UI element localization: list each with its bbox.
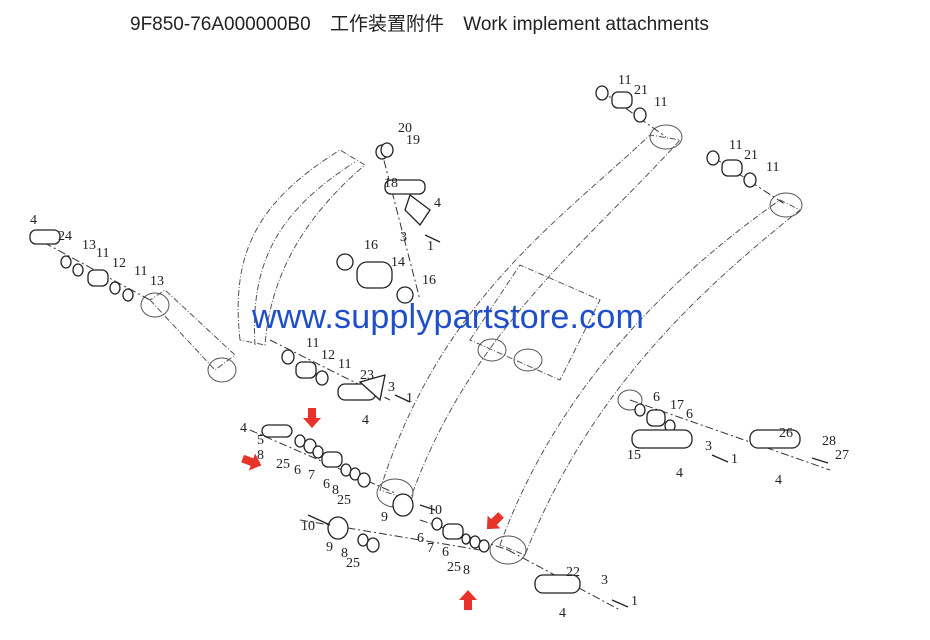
callout-18: 18 <box>384 176 398 191</box>
title-cn: 工作装置附件 <box>329 14 444 35</box>
callout-25: 25 <box>346 556 360 571</box>
callout-16: 16 <box>422 273 436 288</box>
callout-4: 4 <box>434 196 441 211</box>
callout-1: 1 <box>631 594 638 609</box>
callout-25: 25 <box>276 457 290 472</box>
callout-11: 11 <box>654 95 667 110</box>
callout-7: 7 <box>308 468 315 483</box>
callout-9: 9 <box>326 540 333 555</box>
callout-labels: 1121111121112019184311614164241311121113… <box>30 73 849 621</box>
callout-15: 15 <box>627 448 641 463</box>
assembly-axis-lines <box>29 89 831 611</box>
parts <box>29 85 829 608</box>
callout-7: 7 <box>427 541 434 556</box>
callout-10: 10 <box>428 503 442 518</box>
callout-12: 12 <box>321 348 335 363</box>
callout-28: 28 <box>822 434 836 449</box>
callout-11: 11 <box>618 73 631 88</box>
arrow-down-icon <box>303 408 321 428</box>
callout-6: 6 <box>653 390 660 405</box>
callout-21: 21 <box>634 83 648 98</box>
callout-3: 3 <box>705 439 712 454</box>
callout-6: 6 <box>294 463 301 478</box>
callout-4: 4 <box>30 213 37 228</box>
callout-4: 4 <box>775 473 782 488</box>
part-number: 9F850-76A000000B0 <box>130 14 311 35</box>
callout-8: 8 <box>257 448 264 463</box>
title-en: Work implement attachments <box>463 14 709 35</box>
callout-19: 19 <box>406 133 420 148</box>
callout-11: 11 <box>134 264 147 279</box>
callout-16: 16 <box>364 238 378 253</box>
callout-27: 27 <box>835 448 849 463</box>
callout-13: 13 <box>82 238 96 253</box>
callout-8: 8 <box>463 563 470 578</box>
callout-1: 1 <box>427 239 434 254</box>
callout-5: 5 <box>257 433 264 448</box>
watermark: www.supplypartstore.com <box>252 298 644 336</box>
attention-arrows <box>241 408 504 610</box>
callout-24: 24 <box>58 229 72 244</box>
callout-1: 1 <box>406 391 413 406</box>
callout-6: 6 <box>442 545 449 560</box>
callout-14: 14 <box>391 255 405 270</box>
callout-4: 4 <box>676 466 683 481</box>
callout-1: 1 <box>731 452 738 467</box>
callout-9: 9 <box>381 510 388 525</box>
callout-12: 12 <box>112 256 126 271</box>
callout-11: 11 <box>729 138 742 153</box>
callout-8: 8 <box>341 546 348 561</box>
callout-26: 26 <box>779 426 793 441</box>
callout-6: 6 <box>686 407 693 422</box>
callout-3: 3 <box>388 380 395 395</box>
callout-17: 17 <box>670 398 684 413</box>
callout-6: 6 <box>417 531 424 546</box>
arrow-up-icon <box>459 590 477 610</box>
callout-11: 11 <box>306 336 319 351</box>
callout-22: 22 <box>566 565 580 580</box>
callout-10: 10 <box>301 519 315 534</box>
callout-25: 25 <box>337 493 351 508</box>
callout-6: 6 <box>323 477 330 492</box>
boom-frame <box>140 124 803 565</box>
callout-11: 11 <box>766 160 779 175</box>
callout-8: 8 <box>332 483 339 498</box>
callout-3: 3 <box>400 230 407 245</box>
callout-13: 13 <box>150 274 164 289</box>
callout-11: 11 <box>96 246 109 261</box>
callout-23: 23 <box>360 368 374 383</box>
callout-4: 4 <box>362 413 369 428</box>
callout-4: 4 <box>559 606 566 621</box>
callout-11: 11 <box>338 357 351 372</box>
diagram-title: 9F850-76A000000B0 工作装置附件 Work implement … <box>130 9 723 36</box>
callout-4: 4 <box>240 421 247 436</box>
arrow-down-left-icon <box>486 512 504 530</box>
arrow-right-icon <box>241 453 262 471</box>
callout-21: 21 <box>744 148 758 163</box>
callout-3: 3 <box>601 573 608 588</box>
callout-20: 20 <box>398 121 412 136</box>
callout-25: 25 <box>447 560 461 575</box>
